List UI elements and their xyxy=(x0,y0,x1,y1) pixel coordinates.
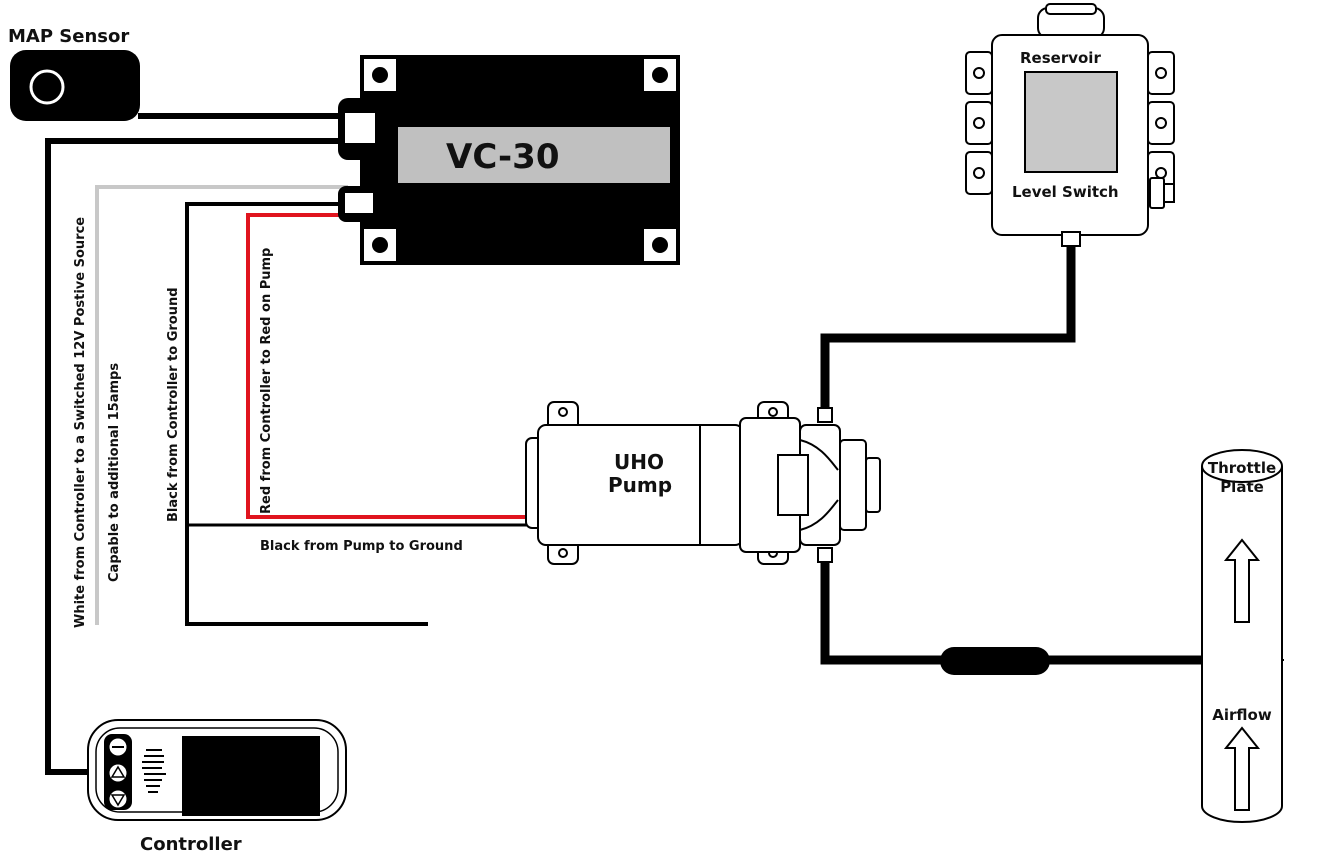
pump-outlet xyxy=(817,547,833,563)
black-pump-ground-label: Black from Pump to Ground xyxy=(260,539,463,554)
vc30-module: VC-30 xyxy=(338,55,680,265)
black-controller-ground-wire xyxy=(185,202,428,626)
inline-filter xyxy=(940,647,1050,675)
reservoir-outlet xyxy=(1061,231,1081,247)
reservoir: Reservoir Level Switch xyxy=(965,3,1175,247)
uho-pump: UHO Pump xyxy=(525,401,881,565)
reservoir-window xyxy=(1024,71,1118,173)
reservoir-label: Reservoir xyxy=(1020,49,1101,67)
pump-inlet xyxy=(817,407,833,423)
throttle-label-line1: Throttle xyxy=(1208,459,1276,477)
map-sensor: MAP Sensor xyxy=(8,26,140,121)
throttle-body: Throttle Plate Airflow xyxy=(1201,449,1283,823)
throttle-tube-top xyxy=(1201,449,1283,483)
vc30-mount-holes xyxy=(362,57,678,263)
map-sensor-port xyxy=(29,69,65,105)
airflow-arrow-icon xyxy=(1223,726,1261,811)
controller-led-bars xyxy=(142,749,166,793)
inline-filter-body xyxy=(940,647,1050,675)
controller-main-wire xyxy=(45,138,350,775)
black-controller-ground-label: Black from Controller to Ground xyxy=(166,287,181,522)
pump-label-line1: UHO xyxy=(614,450,664,474)
throttle-arrow-icon xyxy=(1223,538,1261,623)
controller: Controller xyxy=(87,719,347,855)
map-sensor-body xyxy=(10,50,140,121)
level-switch-label: Level Switch xyxy=(1012,183,1119,201)
controller-display xyxy=(182,736,320,816)
red-wire-label: Red from Controller to Red on Pump xyxy=(259,248,274,514)
reservoir-hose xyxy=(820,245,1076,412)
vc30-label: VC-30 xyxy=(446,137,559,177)
down-arrow-icon xyxy=(110,794,126,807)
vc30-connectors xyxy=(338,98,398,222)
controller-label: Controller xyxy=(140,834,242,855)
red-wire xyxy=(246,213,536,519)
white-wire-label: White from Controller to a Switched 12V … xyxy=(73,217,88,628)
level-switch-fitting xyxy=(1149,177,1175,209)
map-sensor-label: MAP Sensor xyxy=(8,26,129,47)
wires xyxy=(45,113,1205,775)
throttle-tube xyxy=(1201,466,1283,823)
vc30-band xyxy=(398,127,670,183)
capable-label: Capable to additional 15amps xyxy=(107,363,122,582)
white-wire xyxy=(95,185,348,625)
throttle-label-line2: Plate xyxy=(1220,478,1264,496)
up-arrow-icon xyxy=(110,765,126,778)
pump-outlet-hose xyxy=(820,560,1205,665)
pump-label-line2: Pump xyxy=(608,473,672,497)
airflow-label: Airflow xyxy=(1212,706,1272,724)
